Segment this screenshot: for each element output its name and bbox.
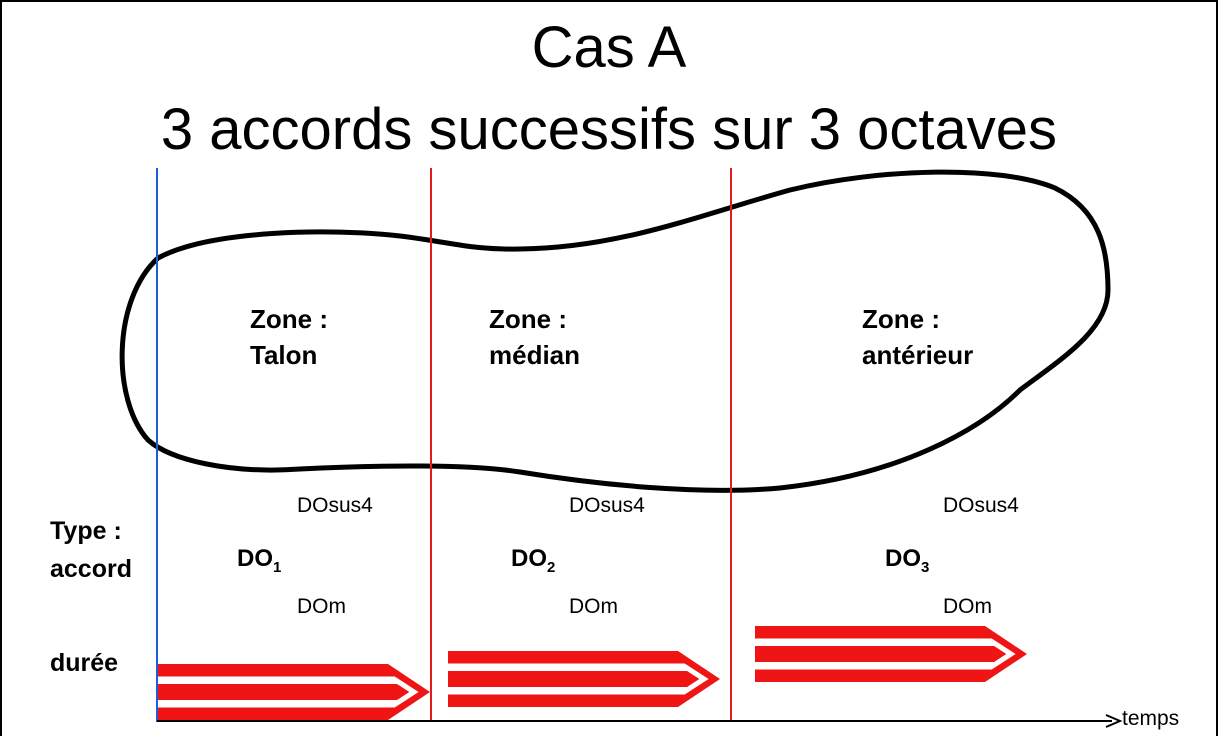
time-axis-arrowhead [1105, 714, 1123, 728]
zone-prefix: Zone : [250, 304, 328, 334]
duration-arrow-2 [448, 651, 720, 707]
chord-root-3: DO3 [885, 545, 930, 576]
chord-sus4-2: DOsus4 [569, 494, 645, 517]
zone-label-median: Zone : médian [489, 301, 580, 373]
diagram-title: Cas A [531, 15, 687, 80]
zone-name: Talon [250, 340, 318, 370]
frame-top-border [0, 0, 1218, 2]
chord-minor-1: DOm [297, 595, 346, 618]
frame-left-border [0, 0, 2, 736]
zone-prefix: Zone : [489, 304, 567, 334]
zone-name: médian [489, 340, 581, 370]
diagram-subtitle: 3 accords successifs sur 3 octaves [160, 97, 1058, 162]
chord-root-1: DO1 [237, 545, 282, 576]
zone-label-anterieur: Zone : antérieur [862, 301, 973, 373]
chord-sus4-1: DOsus4 [297, 494, 373, 517]
chord-root-2: DO2 [511, 545, 556, 576]
type-accord-label: Type : accord [50, 517, 132, 583]
duree-label: durée [50, 649, 119, 677]
zone-prefix: Zone : [862, 304, 940, 334]
foot-outline [119, 169, 1111, 493]
chord-sus4-3: DOsus4 [943, 494, 1019, 517]
zone-label-talon: Zone : Talon [250, 301, 328, 373]
duration-arrow-1 [158, 664, 430, 720]
chord-minor-2: DOm [569, 595, 618, 618]
duration-arrow-3 [755, 626, 1027, 682]
time-axis-label: temps [1122, 707, 1180, 730]
chord-minor-3: DOm [943, 595, 992, 618]
frame-right-border [1216, 0, 1218, 736]
zone-name: antérieur [862, 340, 974, 370]
